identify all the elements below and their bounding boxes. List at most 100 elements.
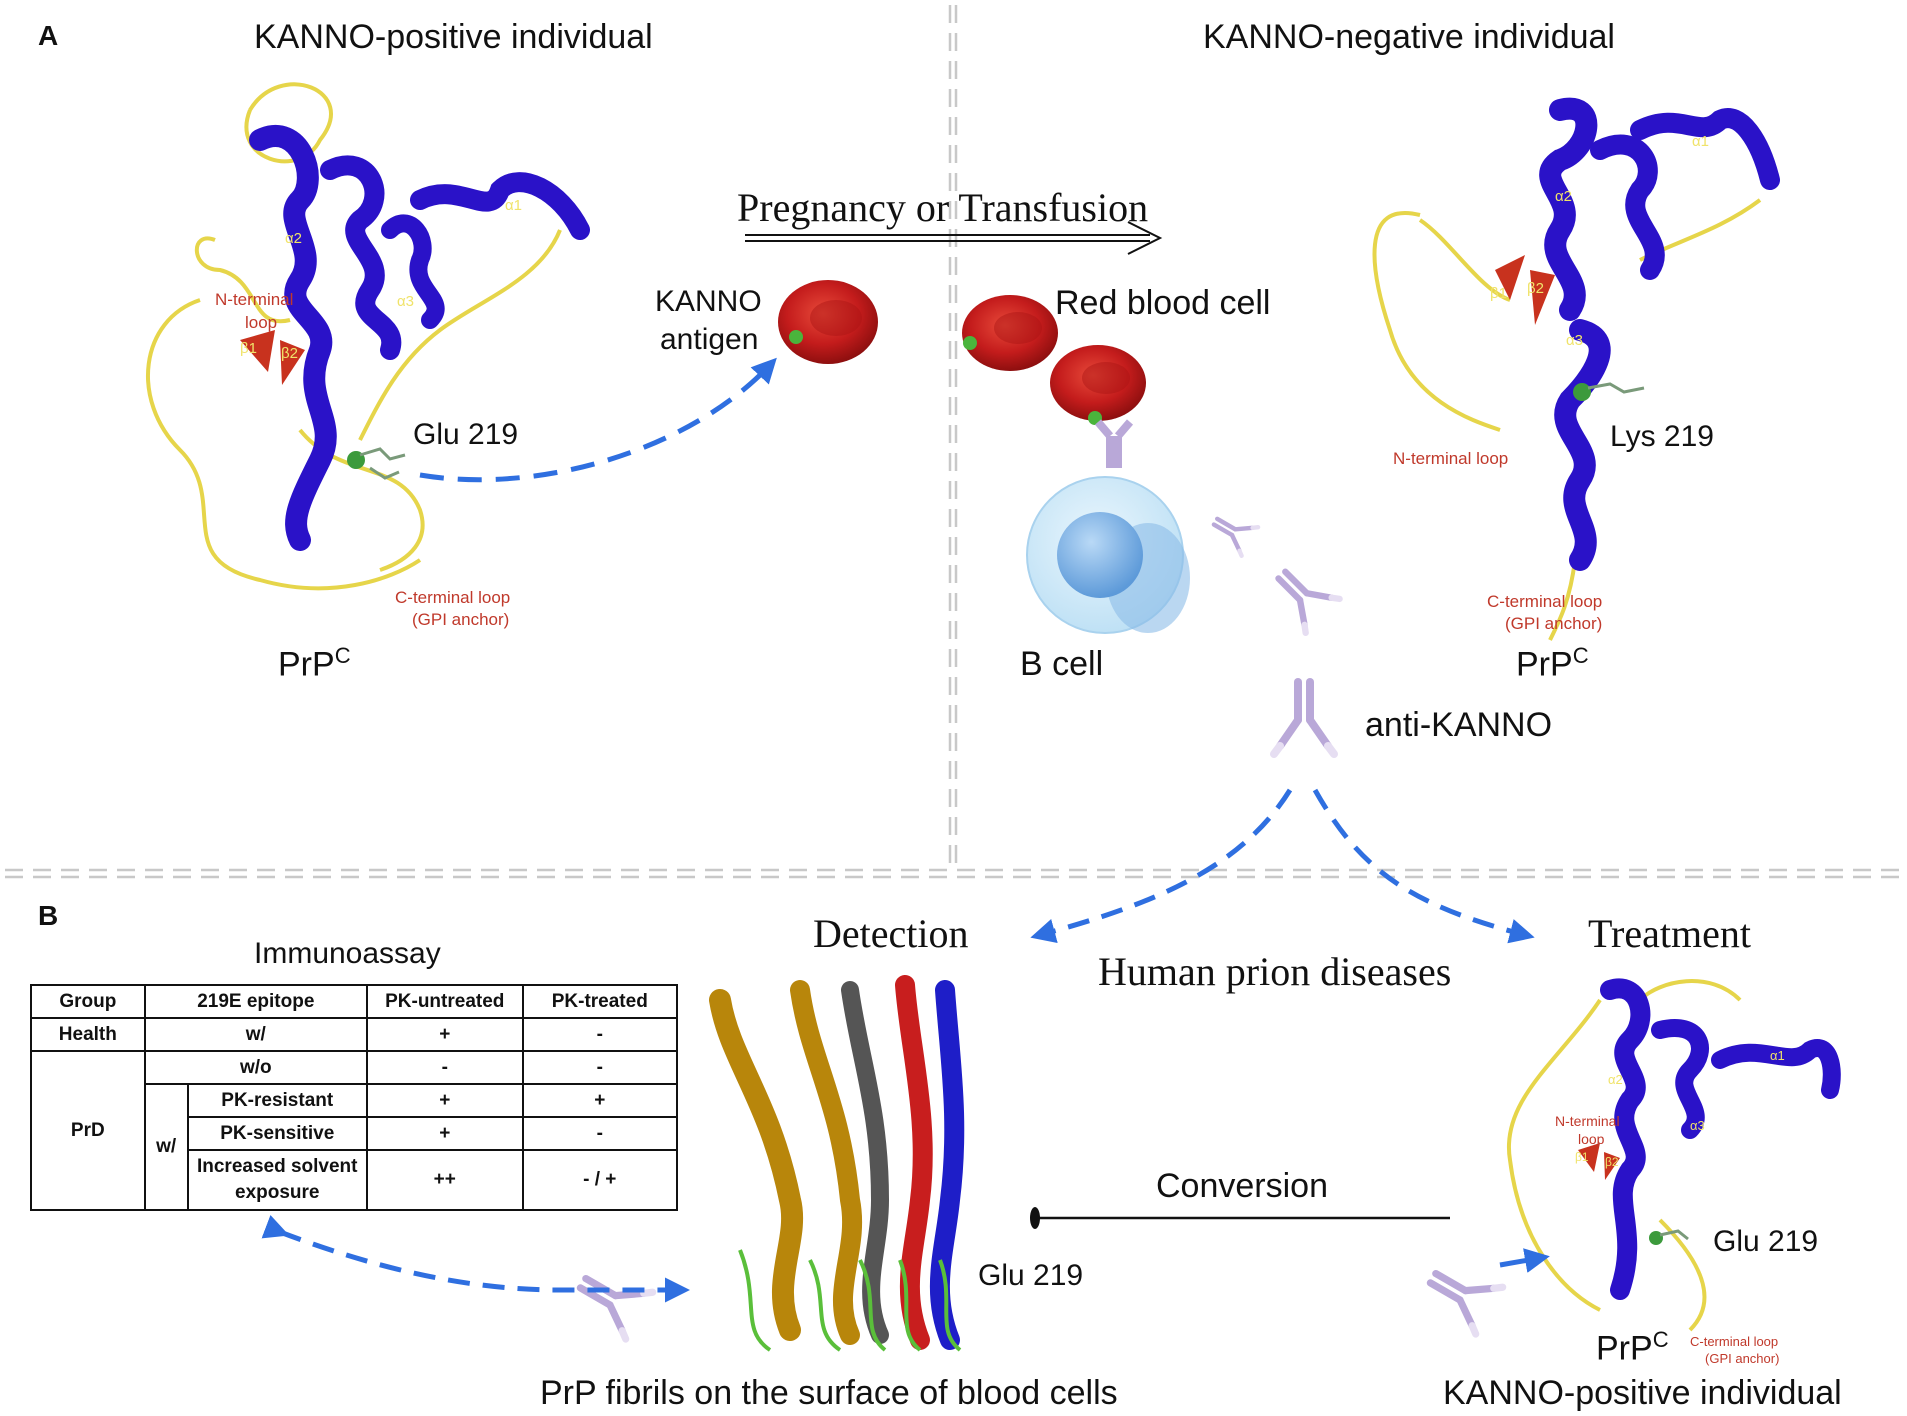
arrow-to-treatment (1312, 788, 1535, 944)
left-title: KANNO-positive individual (254, 18, 653, 56)
beta1-b: β1 (1575, 1150, 1589, 1164)
alpha2-right: α2 (1555, 188, 1573, 205)
cell-untreated-sensitive: + (365, 1116, 524, 1151)
arrow-table-fibril (261, 1214, 690, 1303)
cell-epitope-wo: w/o (143, 1050, 368, 1085)
table-header-row: Group 219E epitope PK-untreated PK-treat… (30, 984, 679, 1019)
n-terminal-label-left-1: N-terminal (215, 290, 294, 309)
header-pk-treated: PK-treated (521, 984, 679, 1019)
immunoassay-title: Immunoassay (254, 937, 441, 970)
c-terminal-b-2: (GPI anchor) (1705, 1351, 1780, 1366)
detection-label: Detection (813, 911, 969, 956)
beta2-right: β2 (1527, 280, 1544, 297)
right-title: KANNO-negative individual (1203, 18, 1615, 56)
cell-sub-sensitive: PK-sensitive (186, 1116, 368, 1151)
c-terminal-b-1: C-terminal loop (1690, 1334, 1779, 1349)
cell-untreated-health: + (365, 1017, 524, 1052)
lys-219-label: Lys 219 (1610, 420, 1714, 453)
panel-dividers (5, 5, 1905, 879)
table-row: PrD w/o - - (30, 1050, 679, 1211)
alpha1-left: α1 (505, 197, 523, 214)
b-cell-label: B cell (1020, 645, 1104, 683)
kanno-antigen-label-1: KANNO (655, 285, 762, 318)
cell-treated-health: - (521, 1017, 679, 1052)
immunoassay-table: Group 219E epitope PK-untreated PK-treat… (30, 984, 679, 1211)
alpha1-b: α1 (1770, 1048, 1785, 1063)
cell-group-prd: PrD (30, 1050, 146, 1211)
fibrils-caption: PrP fibrils on the surface of blood cell… (540, 1374, 1118, 1412)
rbc-1 (962, 295, 1058, 371)
prpc-left-label: PrPC (278, 643, 351, 684)
alpha3-left: α3 (397, 293, 415, 310)
prpc-b-label: PrPC (1596, 1327, 1669, 1368)
conversion-inhibition (1030, 1207, 1450, 1229)
antibody-treatment (1420, 1255, 1503, 1334)
cell-untreated-wo: - (365, 1050, 524, 1085)
anti-kanno-label: anti-KANNO (1365, 706, 1553, 744)
table-row: Health w/ + - (30, 1017, 679, 1052)
antibody-small-2 (1265, 558, 1340, 633)
antibody-small-1 (1207, 507, 1258, 555)
treatment-label: Treatment (1588, 911, 1751, 956)
alpha1-right: α1 (1692, 133, 1710, 150)
cell-group-health: Health (30, 1017, 146, 1052)
rbc-antigen (778, 280, 878, 364)
cell-treated-solvent: - / + (521, 1149, 679, 1211)
arrow-to-detection (1030, 788, 1293, 944)
n-terminal-label-right: N-terminal loop (1393, 449, 1509, 468)
cell-w-label: w/ (143, 1083, 189, 1211)
human-prion-label: Human prion diseases (1098, 949, 1452, 994)
header-pk-untreated: PK-untreated (365, 984, 524, 1019)
c-terminal-label-left-2: (GPI anchor) (412, 610, 510, 629)
cell-treated-resistant: + (521, 1083, 679, 1118)
cell-epitope-health: w/ (143, 1017, 368, 1052)
cell-untreated-resistant: + (365, 1083, 524, 1118)
beta2-left: β2 (281, 345, 298, 362)
glu-219-fibril-label: Glu 219 (978, 1259, 1084, 1292)
cell-treated-wo: - (521, 1050, 679, 1085)
conversion-label: Conversion (1156, 1167, 1328, 1205)
panel-b-letter: B (38, 900, 59, 931)
arrow-label: Pregnancy or Transfusion (737, 185, 1149, 230)
prp-fibril (709, 975, 965, 1352)
c-terminal-label-left-1: C-terminal loop (395, 588, 511, 607)
pregnancy-arrow (745, 221, 1163, 255)
glu-219-right-label: Glu 219 (1713, 1225, 1819, 1258)
glu-219-label: Glu 219 (413, 418, 519, 451)
beta2-b: β2 (1605, 1155, 1619, 1169)
table-row: w/ PK-resistant + + (31, 1083, 679, 1211)
b-cell (1026, 419, 1190, 634)
alpha3-right: α3 (1566, 332, 1584, 349)
prpc-structure-left (146, 82, 590, 591)
arrow-to-prpc-b (1499, 1248, 1550, 1273)
rbc-label: Red blood cell (1055, 284, 1271, 322)
alpha3-b: α3 (1690, 1118, 1705, 1133)
header-epitope: 219E epitope (143, 984, 368, 1019)
panel-a-letter: A (38, 20, 59, 51)
beta1-left: β1 (240, 340, 257, 357)
table-row: PK-sensitive + - (31, 1116, 679, 1151)
prpc-structure-b (1506, 978, 1841, 1332)
cell-untreated-solvent: ++ (365, 1149, 524, 1211)
antibody-fibril (570, 1260, 653, 1339)
antibody-anti-kanno (1274, 682, 1334, 754)
n-terminal-b-2: loop (1578, 1131, 1605, 1147)
beta1-right: β1 (1490, 285, 1507, 302)
c-terminal-label-right-1: C-terminal loop (1487, 592, 1603, 611)
c-terminal-label-right-2: (GPI anchor) (1505, 614, 1603, 633)
cell-treated-sensitive: - (521, 1116, 679, 1151)
glu-to-antigen-arrow (419, 357, 777, 483)
rbc-2 (1050, 345, 1146, 425)
n-terminal-b-1: N-terminal (1555, 1113, 1620, 1129)
kanno-positive-b-label: KANNO-positive individual (1443, 1374, 1842, 1412)
alpha2-b: α2 (1608, 1072, 1623, 1087)
prpc-right-label: PrPC (1516, 643, 1589, 684)
alpha2-left: α2 (285, 230, 303, 247)
cell-sub-resistant: PK-resistant (186, 1083, 368, 1118)
prpc-structure-right (1372, 97, 1780, 641)
header-group: Group (30, 984, 146, 1019)
n-terminal-label-left-2: loop (245, 313, 278, 332)
kanno-antigen-label-2: antigen (660, 323, 759, 356)
